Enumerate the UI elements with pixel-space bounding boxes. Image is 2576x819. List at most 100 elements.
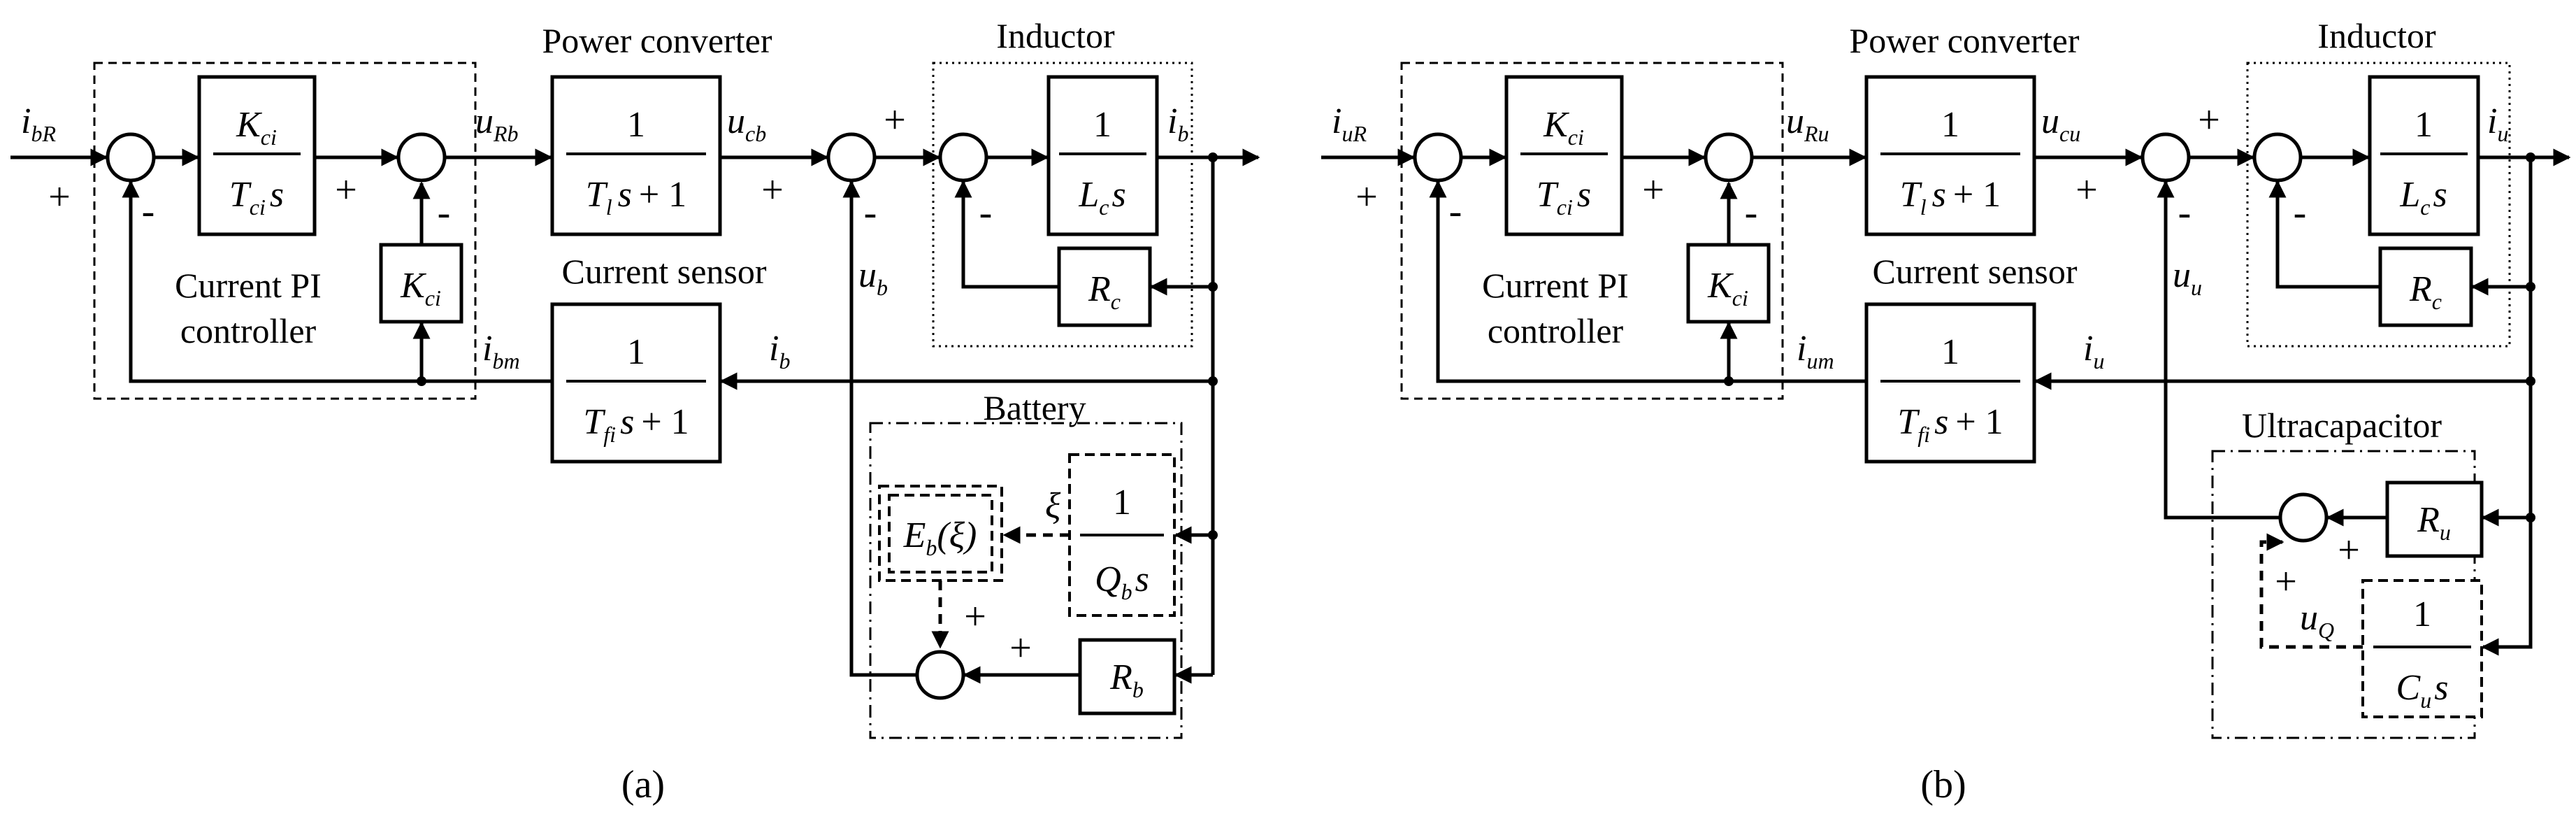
- ultracapacitor-title: Ultracapacitor: [2242, 406, 2442, 445]
- kci-gain-block: [379, 243, 463, 324]
- rb-tf: Rb: [1109, 657, 1144, 702]
- sign-plus-ref: +: [48, 176, 71, 219]
- label-ub: ub: [858, 255, 888, 300]
- svg-text:1: 1: [627, 332, 645, 372]
- label-urb: uRb: [475, 101, 519, 146]
- svg-text:Kci: Kci: [1543, 105, 1584, 150]
- ru-tf: Ru: [2417, 500, 2451, 545]
- pi-controller-title-line2: controller: [180, 311, 317, 350]
- sign-plus-ref-b: +: [1355, 176, 1378, 219]
- label-ium: ium: [1797, 329, 1834, 373]
- label-iur: iuR: [1332, 101, 1367, 146]
- uu-line: [2157, 180, 2280, 520]
- sign-plus-uq: +: [2275, 560, 2297, 604]
- qb-tf: 1 Qbs: [1080, 483, 1164, 604]
- cu-tf: 1 Cus: [2373, 594, 2471, 713]
- svg-text:1: 1: [627, 105, 645, 145]
- inductor-tf: 1 Lcs: [1059, 105, 1146, 220]
- sign-minus-uu: -: [2178, 191, 2192, 234]
- current-sensor-title-b: Current sensor: [1873, 252, 2078, 291]
- sign-plus-conv: +: [761, 169, 784, 212]
- sign-plus-sum4: +: [884, 99, 906, 142]
- sensor-feedback-line-b: [1429, 180, 1866, 383]
- pi-controller-title-b-line1: Current PI: [1482, 266, 1629, 305]
- pi-controller-frame-b: [1400, 62, 1784, 400]
- sum-junction-4-b: [2252, 132, 2303, 183]
- rc-block: [1057, 246, 1152, 327]
- kci-tf: Kci: [400, 266, 441, 311]
- caption-b: (b): [1920, 763, 1966, 806]
- ultracapacitor-frame: [2211, 450, 2476, 739]
- inductor-block-b: [2368, 75, 2480, 236]
- label-uru: uRu: [1786, 101, 1829, 146]
- sign-plus-eb: +: [964, 595, 986, 639]
- sum-junction-1: [106, 132, 156, 183]
- sum-junction-2-b: [1704, 132, 1754, 183]
- rc-tf-b: Rc: [2409, 269, 2442, 314]
- sign-minus-fb: -: [142, 190, 155, 233]
- label-iu-out: iu: [2487, 101, 2508, 146]
- sum-junction-1-b: [1413, 132, 1463, 183]
- eb-tf: Eb(ξ): [903, 515, 977, 560]
- eb-block-inner: [888, 494, 993, 574]
- sign-plus-conv-b: +: [2075, 169, 2098, 212]
- sum-junction-battery: [915, 650, 965, 700]
- sign-plus-pi: +: [335, 169, 357, 212]
- converter-block: [550, 75, 722, 236]
- label-ibm: ibm: [482, 329, 520, 373]
- label-ucb: ucb: [727, 101, 766, 146]
- svg-text:1: 1: [1113, 483, 1131, 522]
- caption-a: (a): [621, 763, 665, 806]
- svg-text:Tls+ 1: Tls+ 1: [586, 175, 686, 220]
- svg-text:1: 1: [1941, 332, 1959, 372]
- power-converter-title-b: Power converter: [1849, 21, 2079, 60]
- label-ucu: ucu: [2041, 101, 2080, 146]
- sign-plus-pi-b: +: [1642, 169, 1664, 212]
- sum-junction-3: [826, 132, 877, 183]
- svg-text:1: 1: [1941, 105, 1959, 145]
- pi-controller-title-line1: Current PI: [175, 266, 322, 305]
- line-to-cu: [2481, 518, 2533, 656]
- svg-text:Cus: Cus: [2396, 668, 2449, 713]
- sum-junction-2: [396, 132, 447, 183]
- sign-plus-sum4-b: +: [2198, 99, 2220, 142]
- inductor-block: [1046, 75, 1159, 236]
- battery-frame: [869, 422, 1183, 739]
- svg-text:1: 1: [1093, 105, 1111, 145]
- label-xi: ξ: [1045, 486, 1061, 526]
- rb-block: [1078, 638, 1177, 715]
- svg-text:Lcs: Lcs: [2399, 175, 2447, 220]
- converter-block-b: [1864, 75, 2036, 236]
- rc-feedback-line: [954, 180, 1059, 289]
- sensor-feedback-line: [122, 180, 552, 383]
- rc-tf: Rc: [1088, 269, 1121, 314]
- sign-plus-ru: +: [2338, 529, 2360, 572]
- sign-minus-rc: -: [979, 191, 993, 234]
- sum-junction-4: [938, 132, 988, 183]
- ub-line: [842, 180, 917, 677]
- rc-block-b: [2378, 246, 2473, 327]
- sign-minus-fb-b: -: [1449, 190, 1462, 233]
- label-ib-fb: ib: [769, 329, 790, 373]
- svg-text:1: 1: [2415, 105, 2433, 145]
- label-uq: uQ: [2300, 598, 2334, 643]
- sign-minus-kci-b: -: [1745, 191, 1758, 234]
- sum-junction-uc: [2278, 492, 2329, 543]
- power-converter-title: Power converter: [542, 21, 772, 60]
- pi-block-b: [1504, 75, 1624, 236]
- pi-block: [197, 75, 317, 236]
- label-uu: uu: [2173, 255, 2202, 300]
- diagram-b: Power converter Inductor Current sensor …: [1321, 16, 2571, 806]
- sign-minus-ub: -: [864, 191, 877, 234]
- battery-title: Battery: [983, 388, 1086, 427]
- diagram-a: Power converter Inductor Current sensor …: [10, 16, 1260, 806]
- uq-line: [2259, 533, 2363, 649]
